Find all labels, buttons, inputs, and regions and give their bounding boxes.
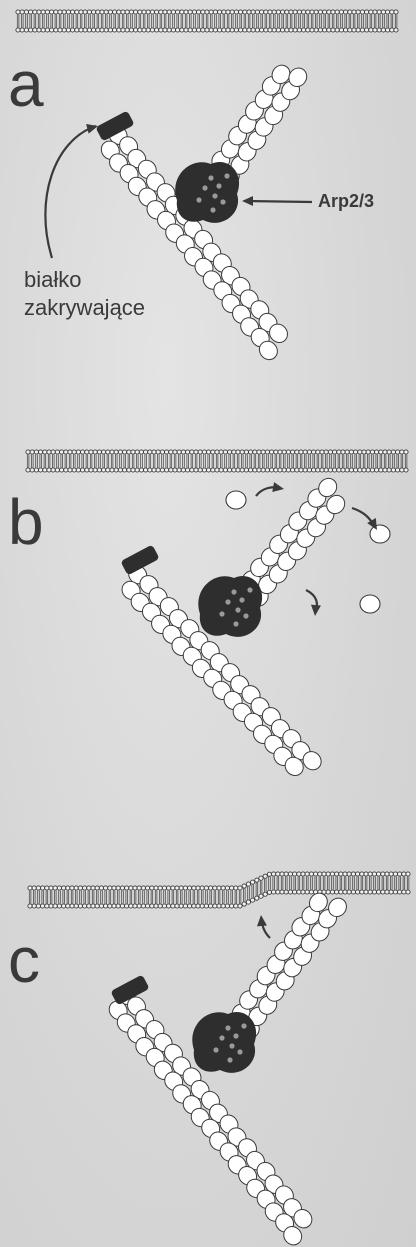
membrane-a (16, 10, 398, 32)
panel-letter-b: b (8, 490, 44, 554)
capping-protein-label: białko zakrywające (24, 266, 145, 321)
capping-arrow (45, 124, 98, 258)
membrane-c (28, 872, 410, 908)
arp23-complex-c (192, 1012, 256, 1073)
arp23-complex-b (198, 576, 262, 637)
arp23-complex-a (175, 162, 239, 223)
capping-protein-label-line1: białko (24, 266, 145, 294)
panel-letter-c: c (8, 928, 40, 992)
monomer-arrow-2 (352, 508, 377, 530)
arp23-arrow (242, 196, 312, 206)
free-actin-monomer-2 (370, 525, 390, 543)
capping-protein-label-line2: zakrywające (24, 294, 145, 322)
panel-letter-a: a (8, 52, 44, 116)
membrane-b (26, 450, 408, 472)
free-actin-monomer-1 (226, 491, 246, 509)
free-actin-monomer-3 (360, 595, 380, 613)
membrane-push-arrow (257, 915, 270, 938)
mother-filament-a (98, 122, 292, 363)
monomer-arrow-1 (256, 482, 284, 496)
arp23-label: Arp2/3 (318, 190, 374, 213)
monomer-arrow-3 (306, 590, 321, 616)
